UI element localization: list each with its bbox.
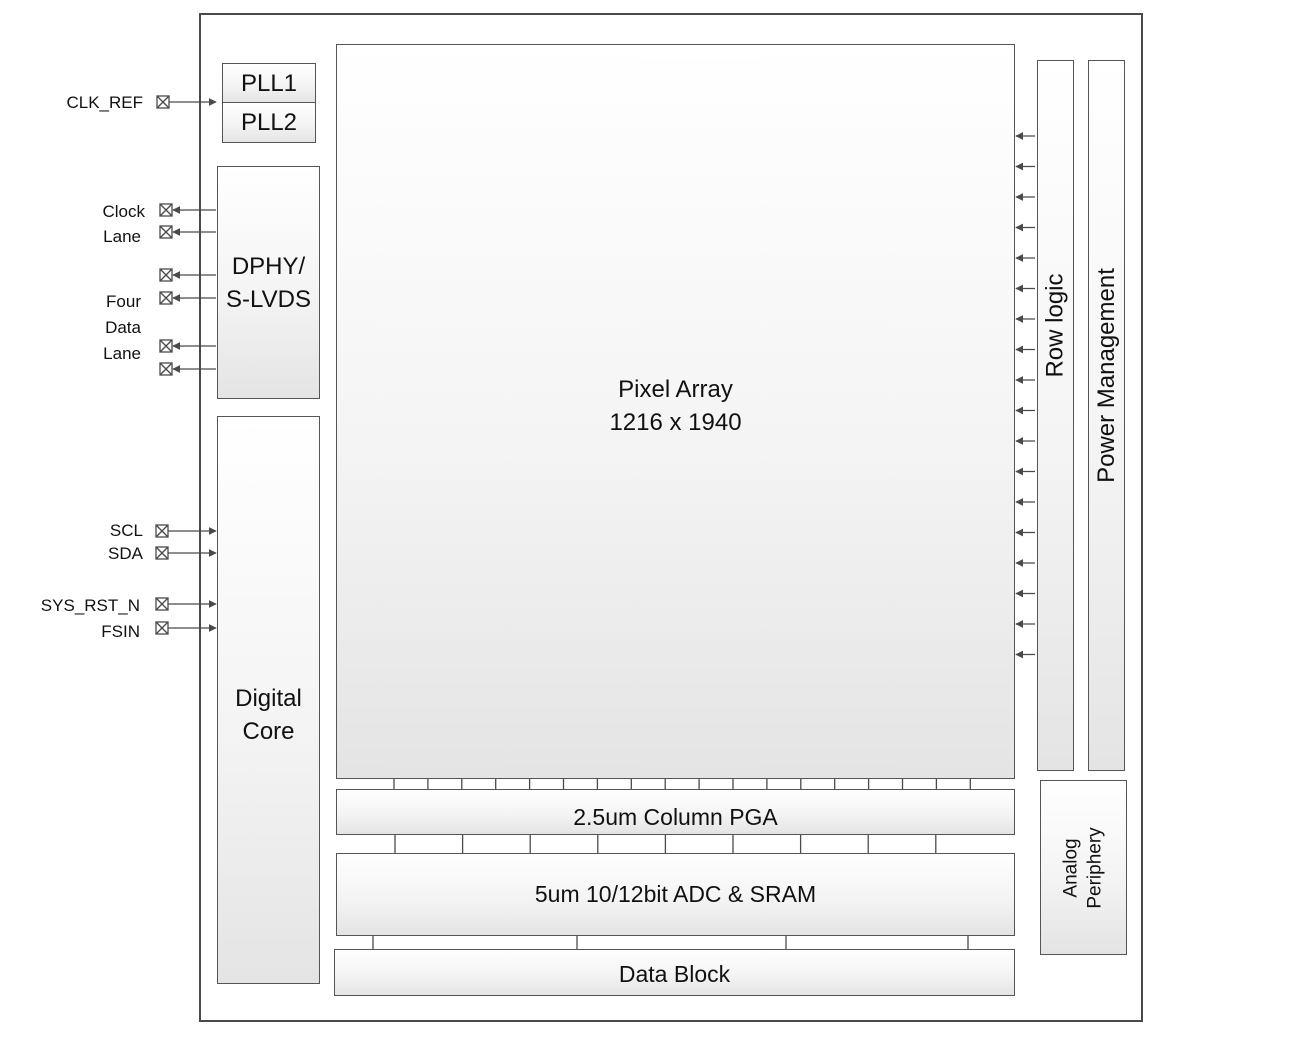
pin-pad-cross [155, 621, 169, 635]
adc-sram-label: 5um 10/12bit ADC & SRAM [534, 881, 817, 907]
pin-pad-cross [155, 546, 169, 560]
pin-label-sda: SDA [108, 544, 143, 563]
digital-label-line2: Core [242, 718, 295, 745]
pin-label-data: Data [105, 318, 141, 337]
analog-periphery-block: Analog Periphery [1040, 780, 1127, 955]
pin-label-clock-lane: Lane [103, 227, 141, 246]
pin-pad-cross [155, 597, 169, 611]
pin-pad-cross [159, 362, 173, 376]
pin-label-sys-rst-n: SYS_RST_N [40, 596, 140, 615]
data-block: Data Block [334, 949, 1015, 996]
pin-pad-cross [156, 95, 170, 109]
pin-pad-cross [159, 268, 173, 282]
digital-core-block: Digital Core [217, 416, 320, 984]
pixel-array-size: 1216 x 1940 [609, 408, 742, 436]
pin-label-fsin: FSIN [101, 622, 140, 641]
pin-pad-cross [159, 339, 173, 353]
pixel-array-label: Pixel Array [618, 375, 733, 403]
adc-sram-block: 5um 10/12bit ADC & SRAM [336, 853, 1015, 936]
pin-label-data-lane: Lane [103, 344, 141, 363]
pin-pad-cross [159, 203, 173, 217]
pin-pad-cross [155, 524, 169, 538]
digital-label-line1: Digital [235, 685, 302, 712]
pll1-label: PLL1 [240, 69, 298, 97]
pll1-block: PLL1 [222, 63, 316, 103]
pixel-array-block: Pixel Array 1216 x 1940 [336, 44, 1015, 779]
pin-label-scl: SCL [109, 521, 143, 540]
data-block-label: Data Block [618, 961, 731, 987]
dphy-block: DPHY/ S-LVDS [217, 166, 320, 399]
dphy-label-line1: DPHY/ [231, 252, 306, 280]
pll2-label: PLL2 [240, 109, 298, 136]
pin-pad-cross [159, 225, 173, 239]
column-pga-block: 2.5um Column PGA [336, 789, 1015, 835]
row-logic-block: Row logic [1037, 60, 1074, 771]
pll2-block: PLL2 [222, 102, 316, 143]
pin-pad-cross [159, 291, 173, 305]
pin-label-clock: Clock [102, 202, 145, 221]
column-pga-label: 2.5um Column PGA [573, 803, 778, 830]
pin-label-clk-ref: CLK_REF [66, 93, 143, 112]
power-management-block: Power Management [1088, 60, 1125, 771]
pin-label-four: Four [106, 292, 141, 311]
dphy-label-line2: S-LVDS [226, 285, 311, 313]
